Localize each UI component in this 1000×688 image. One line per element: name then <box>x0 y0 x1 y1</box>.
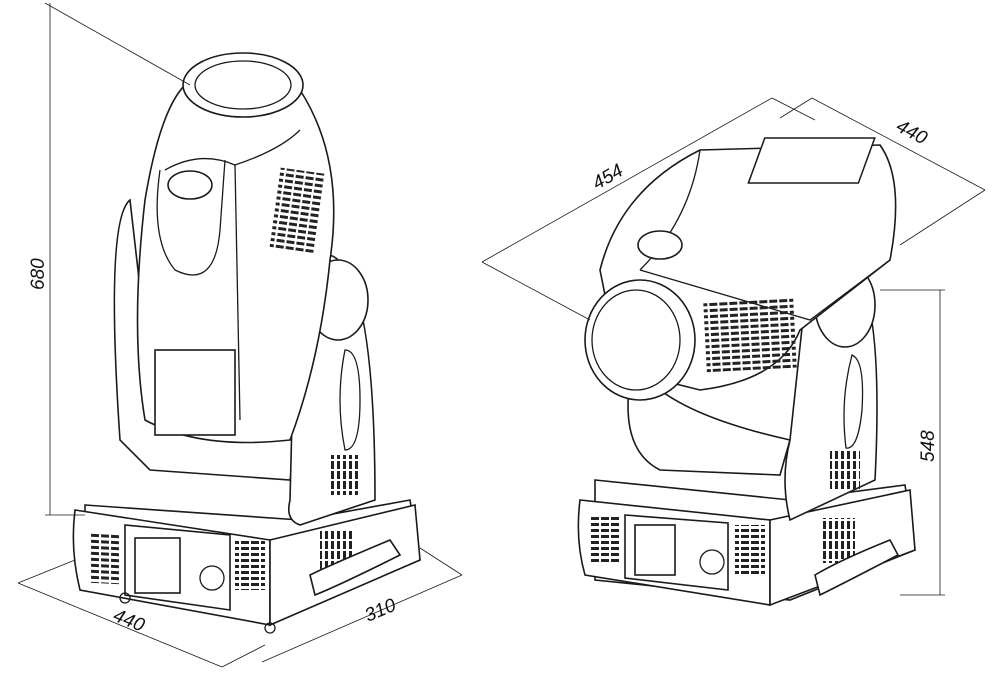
right-height-label: 548 <box>918 430 939 462</box>
left-width-label: 440 <box>110 605 148 637</box>
left-base <box>72 499 421 634</box>
right-length-label: 454 <box>589 160 627 194</box>
right-width-label: 440 <box>893 116 931 150</box>
left-height-label: 680 <box>28 258 49 290</box>
right-yoke <box>627 260 878 522</box>
left-head <box>136 52 335 444</box>
right-base <box>577 479 916 607</box>
dimension-lines <box>17 2 986 668</box>
right-fixture <box>577 137 916 607</box>
left-depth-label: 310 <box>362 595 400 627</box>
right-head <box>584 137 897 401</box>
left-fixture <box>72 52 421 634</box>
